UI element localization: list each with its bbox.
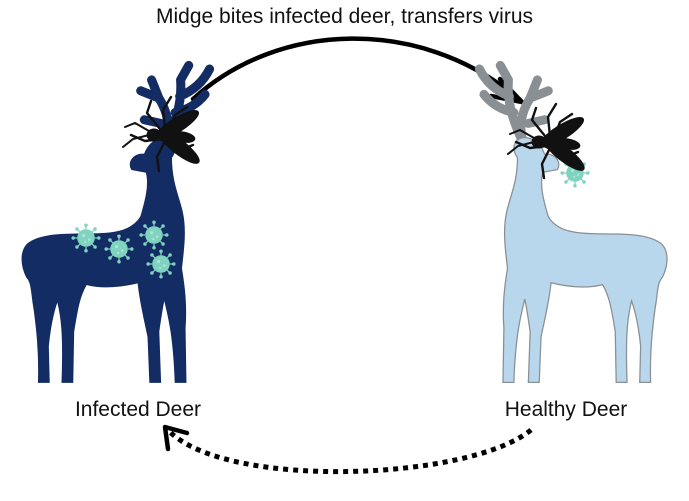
healthy-deer-label: Healthy Deer — [504, 398, 628, 421]
healthy-deer — [479, 65, 667, 382]
virus-icon — [70, 222, 102, 254]
virus-icon — [103, 233, 135, 265]
return-arrow — [168, 428, 533, 475]
infected-deer — [22, 65, 210, 382]
infected-deer-label: Infected Deer — [74, 398, 202, 421]
transfer-arrow — [190, 36, 518, 102]
return-arrowhead — [162, 424, 190, 452]
caption-top: Midge bites infected deer, transfers vir… — [155, 5, 533, 28]
virus-icon — [145, 248, 177, 280]
virus-icon — [138, 219, 170, 251]
